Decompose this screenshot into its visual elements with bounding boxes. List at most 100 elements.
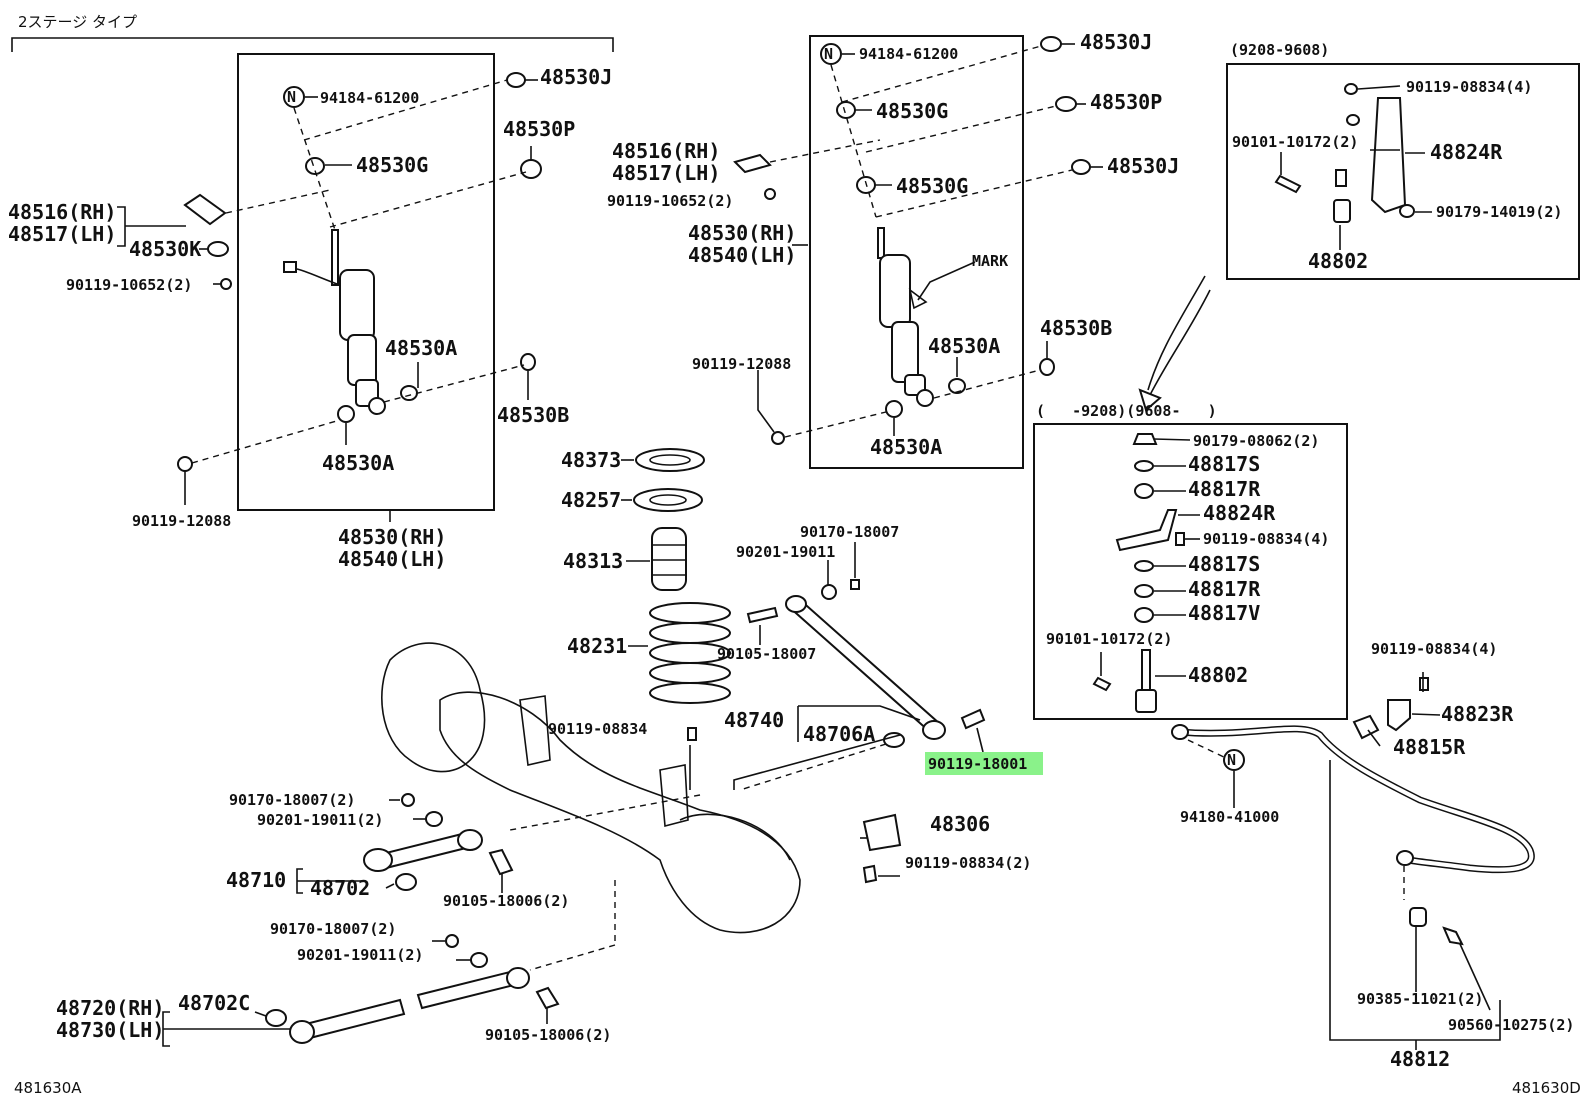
left-shock-absorber [283, 229, 386, 415]
top-right-bracket-parts [1138, 83, 1432, 412]
label-90105-18006-2-lower: 90105-18006(2) [485, 1026, 611, 1044]
center-shock-leaders [757, 43, 1103, 438]
label-48313: 48313 [563, 549, 623, 573]
label-48530-rh-left: 48530(RH) [338, 525, 446, 549]
label-48730-lh: 48730(LH) [56, 1018, 164, 1042]
label-48824r-top: 48824R [1430, 140, 1503, 164]
label-48706a: 48706A [803, 722, 875, 746]
label-48530j-center-top: 48530J [1080, 30, 1152, 54]
label-range-top: (9208-9608) [1230, 41, 1329, 59]
label-48517-lh-left: 48517(LH) [8, 222, 116, 246]
label-90170-18007-2-upper: 90170-18007(2) [229, 791, 355, 809]
coil-spring-stack [621, 448, 731, 704]
label-48812: 48812 [1390, 1047, 1450, 1071]
label-90119-08834-4-stabilizer: 90119-08834(4) [1371, 640, 1497, 658]
nut-icon-left [283, 86, 305, 108]
label-90119-18001[interactable]: 90119-18001 [928, 755, 1027, 773]
nut-n-mark: N [287, 88, 296, 106]
label-90170-18007-center: 90170-18007 [800, 523, 899, 541]
lateral-control-rod [739, 542, 986, 791]
label-48530j-center-bottom: 48530J [1107, 154, 1179, 178]
label-48740: 48740 [724, 708, 784, 732]
label-48530b-left: 48530B [497, 403, 569, 427]
label-90179-08062: 90179-08062(2) [1193, 432, 1319, 450]
label-48517-lh-center: 48517(LH) [612, 161, 720, 185]
label-90170-18007-2-lower: 90170-18007(2) [270, 920, 396, 938]
label-90119-08834-4-top: 90119-08834(4) [1406, 78, 1532, 96]
label-90201-19011-center: 90201-19011 [736, 543, 835, 561]
label-48802-middle: 48802 [1188, 663, 1248, 687]
label-48530a-center-lower: 48530A [870, 435, 942, 459]
label-90105-18006-2-upper: 90105-18006(2) [443, 892, 569, 910]
rear-axle-housing [381, 642, 901, 971]
nut-n-mark-stabilizer: N [1227, 751, 1236, 769]
label-90201-19011-2-upper: 90201-19011(2) [257, 811, 383, 829]
label-48540-lh-center: 48540(LH) [688, 243, 796, 267]
middle-right-group-box [1033, 423, 1348, 720]
label-90119-10652-center: 90119-10652(2) [607, 192, 733, 210]
label-90119-12088-left: 90119-12088 [132, 512, 231, 530]
label-48710: 48710 [226, 868, 286, 892]
label-48540-lh-left: 48540(LH) [338, 547, 446, 571]
label-48530g-center-bottom: 48530G [896, 174, 968, 198]
label-48516-rh-center: 48516(RH) [612, 139, 720, 163]
label-48373: 48373 [561, 448, 621, 472]
label-90119-08834-4-middle: 90119-08834(4) [1203, 530, 1329, 548]
label-48720-rh: 48720(RH) [56, 996, 164, 1020]
label-48702c: 48702C [178, 991, 250, 1015]
label-48530j-left: 48530J [540, 65, 612, 89]
label-48824r-middle: 48824R [1203, 501, 1276, 525]
label-90105-18007: 90105-18007 [717, 645, 816, 663]
stabilizer-bar: N [1171, 672, 1535, 1050]
label-48231: 48231 [567, 634, 627, 658]
label-90119-12088-center: 90119-12088 [692, 355, 791, 373]
center-shock-mount-parts: N [733, 36, 1091, 445]
control-arms [162, 727, 902, 1047]
top-right-group-box [1226, 63, 1580, 280]
label-48530p-left: 48530P [503, 117, 575, 141]
middle-right-link-parts [1092, 433, 1200, 713]
label-48530b-center: 48530B [1040, 316, 1112, 340]
label-90119-08834-center: 90119-08834 [548, 720, 647, 738]
label-48530a-left-upper: 48530A [385, 336, 457, 360]
center-shock-group-box [809, 35, 1024, 469]
label-48530a-left-lower: 48530A [322, 451, 394, 475]
label-90119-10652-left: 90119-10652(2) [66, 276, 192, 294]
label-48817r-upper: 48817R [1188, 477, 1261, 501]
label-48530g-center-top: 48530G [876, 99, 948, 123]
label-48530a-center-upper: 48530A [928, 334, 1000, 358]
label-48257: 48257 [561, 488, 621, 512]
variant-bracket [11, 37, 614, 52]
label-90101-10172-2-middle: 90101-10172(2) [1046, 630, 1172, 648]
label-90385-11021: 90385-11021(2) [1357, 990, 1483, 1008]
nut-n-mark-center: N [824, 45, 833, 63]
label-48530-rh-center: 48530(RH) [688, 221, 796, 245]
label-48817v: 48817V [1188, 601, 1260, 625]
label-48817s-lower: 48817S [1188, 552, 1260, 576]
label-90201-19011-2-lower: 90201-19011(2) [297, 946, 423, 964]
label-90101-10172-2-top: 90101-10172(2) [1232, 133, 1358, 151]
label-94184-61200-center: 94184-61200 [859, 45, 958, 63]
highlight-90119-18001 [925, 752, 1043, 775]
nut-icon-center [820, 43, 842, 65]
nut-icon-stabilizer [1223, 749, 1245, 771]
label-48530g-left: 48530G [356, 153, 428, 177]
label-90179-14019: 90179-14019(2) [1436, 203, 1562, 221]
label-48815r: 48815R [1393, 735, 1466, 759]
label-48817s-upper: 48817S [1188, 452, 1260, 476]
left-shock-leaders [117, 79, 538, 522]
left-shock-group-box [237, 53, 495, 511]
label-48823r: 48823R [1441, 702, 1514, 726]
label-90560-10275: 90560-10275(2) [1448, 1016, 1574, 1034]
label-48702: 48702 [310, 876, 370, 900]
label-range-mid: ( -9208)(9608- ) [1036, 402, 1217, 420]
left-shock-mount-parts: N [177, 72, 542, 472]
footer-code-right: 481630D [1512, 1079, 1581, 1097]
label-mark: MARK [972, 252, 1008, 270]
label-90119-08834-2: 90119-08834(2) [905, 854, 1031, 872]
center-shock-absorber [877, 227, 976, 407]
label-48516-rh-left: 48516(RH) [8, 200, 116, 224]
variant-caption: 2ステージ タイプ [18, 13, 137, 31]
label-48817r-lower: 48817R [1188, 577, 1261, 601]
label-48530k: 48530K [129, 237, 201, 261]
